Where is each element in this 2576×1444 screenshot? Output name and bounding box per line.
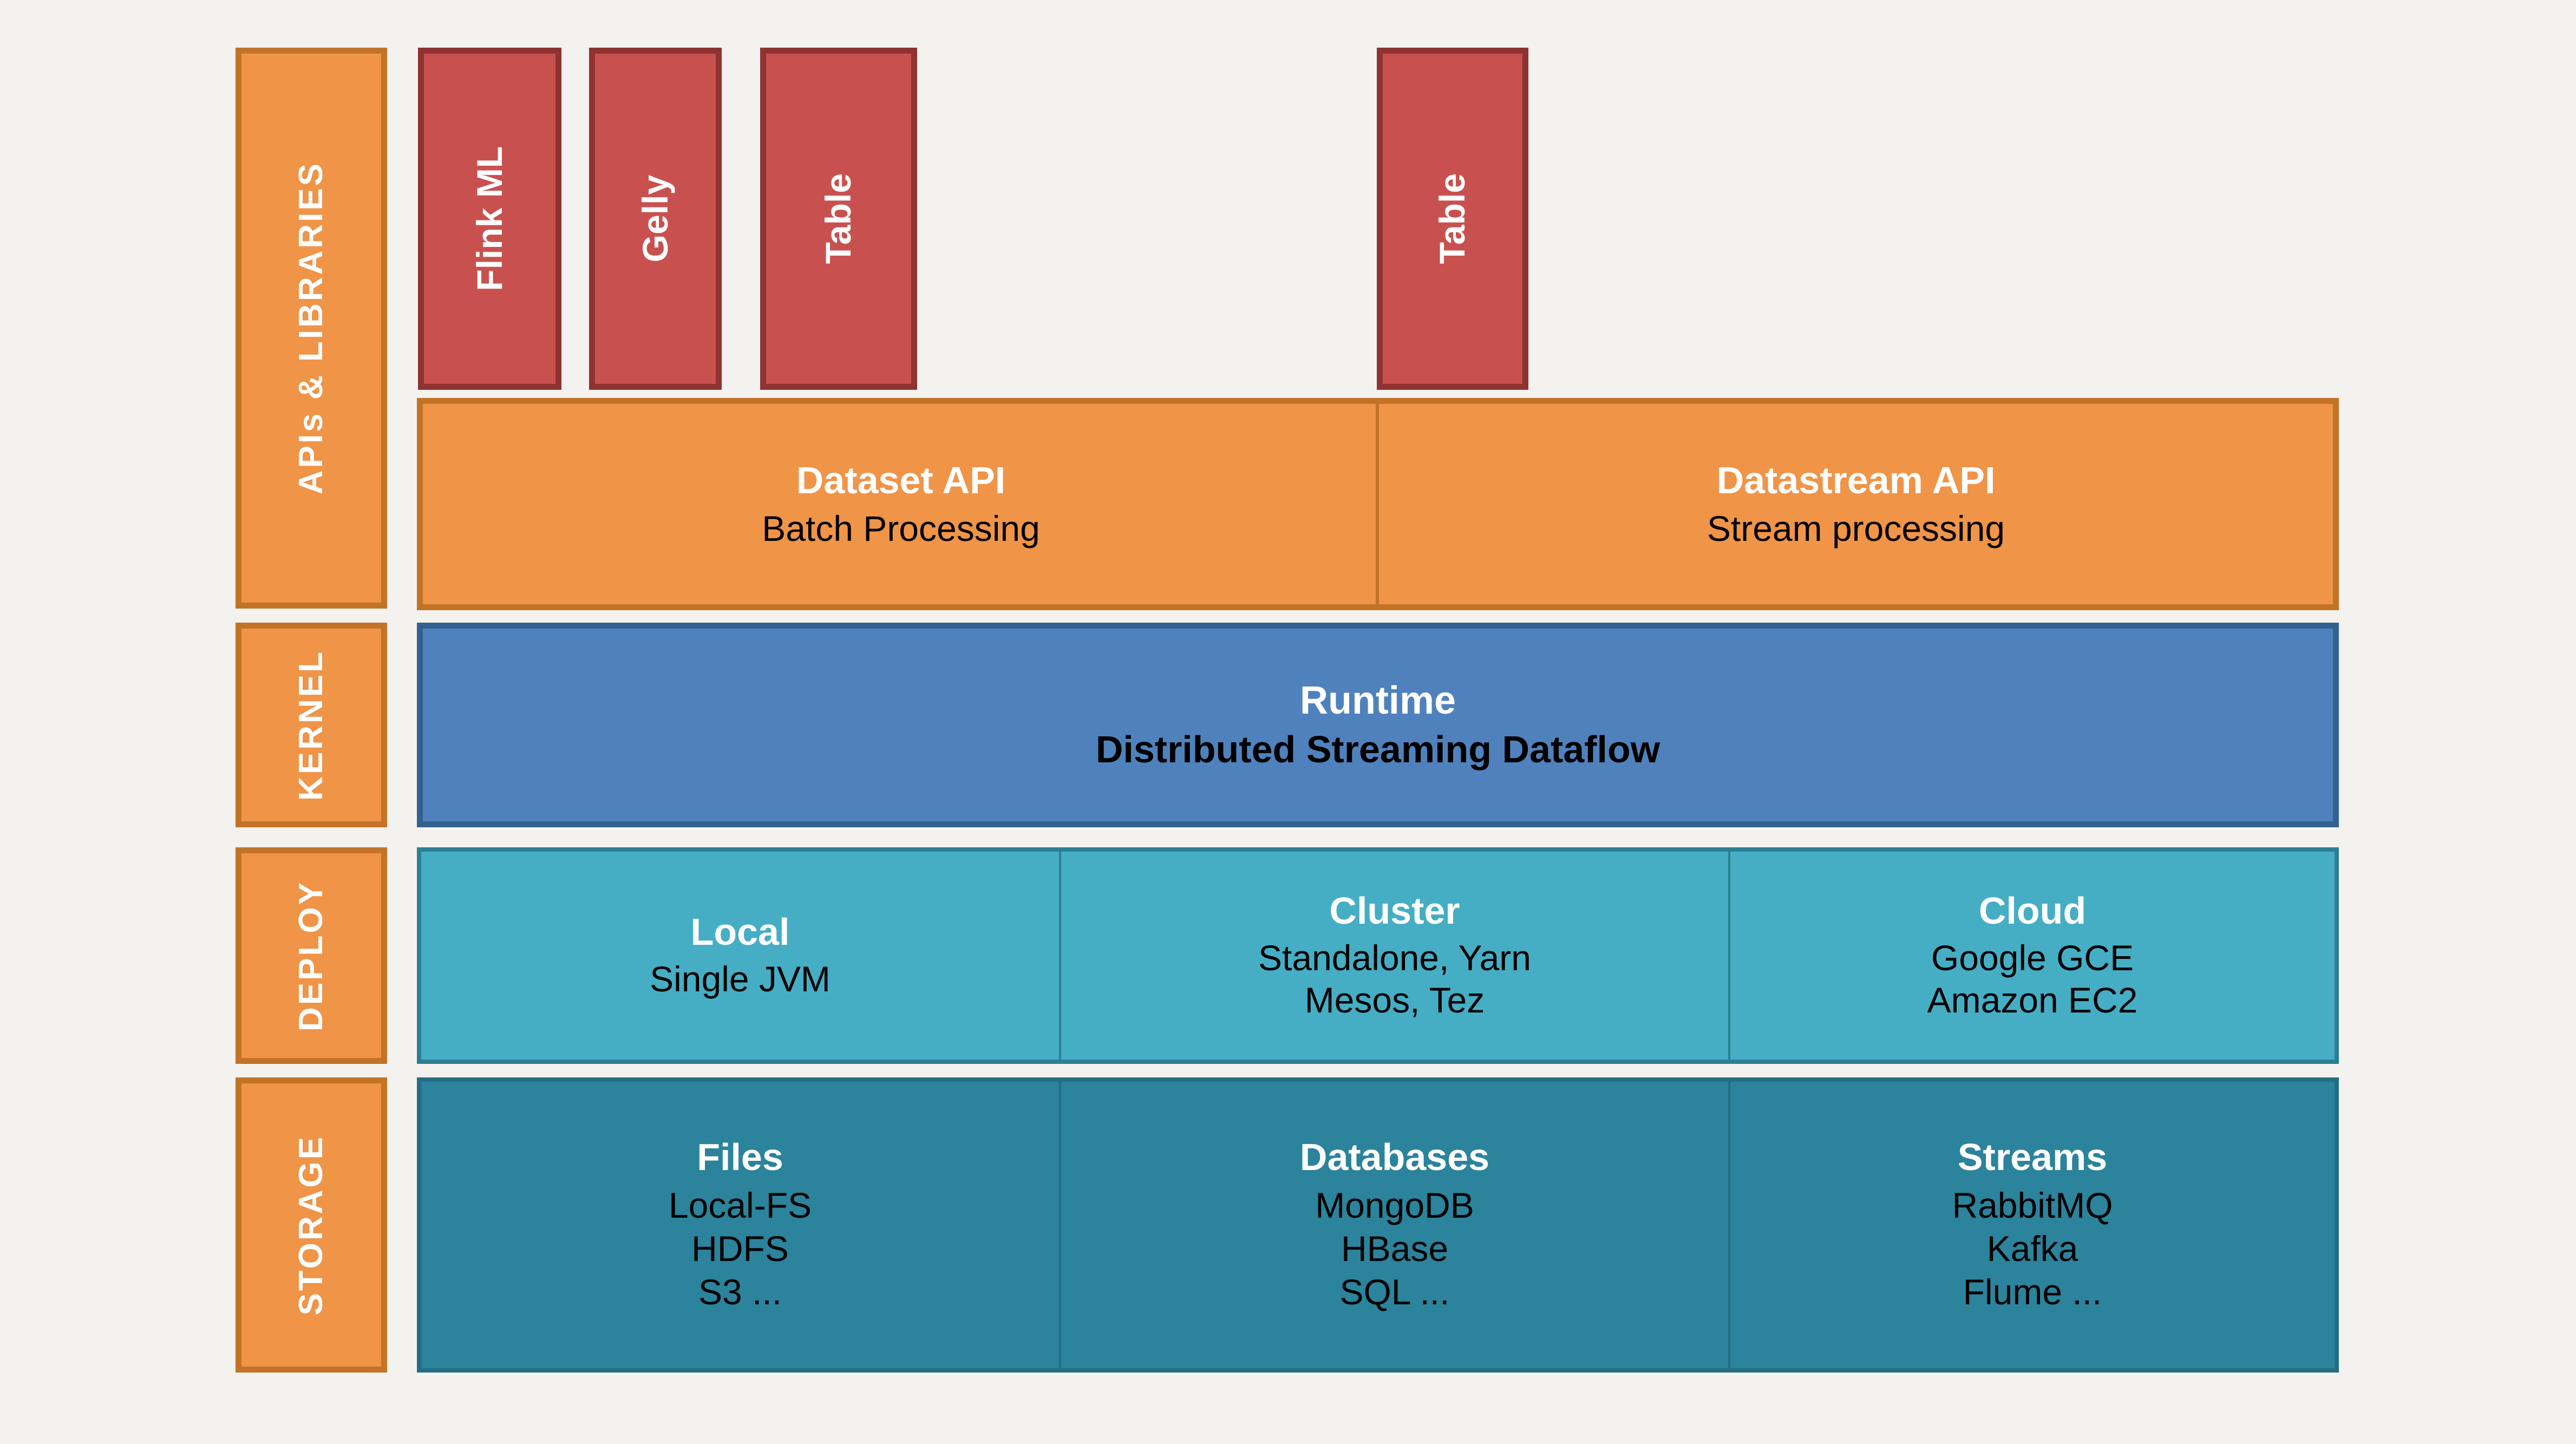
storage-box-databases[interactable]: Databases MongoDB HBase SQL ... bbox=[1059, 1077, 1730, 1373]
library-box-label: Flink ML bbox=[469, 146, 509, 291]
library-box-flink-ml[interactable]: Flink ML bbox=[418, 48, 561, 390]
deploy-line: Google GCE bbox=[1931, 938, 2134, 978]
kernel-runtime-box[interactable]: Runtime Distributed Streaming Dataflow bbox=[417, 623, 2339, 827]
deploy-title: Cloud bbox=[1978, 889, 2087, 932]
storage-line: S3 ... bbox=[698, 1271, 782, 1312]
storage-line: HDFS bbox=[691, 1228, 789, 1269]
storage-line: Local-FS bbox=[668, 1185, 812, 1225]
library-box-table-batch[interactable]: Table bbox=[760, 48, 917, 390]
storage-title: Databases bbox=[1299, 1136, 1490, 1179]
storage-line: Flume ... bbox=[1963, 1271, 2102, 1312]
api-title: Datastream API bbox=[1716, 459, 1996, 501]
category-label-apis-libraries: APIs & LIBRARIES bbox=[236, 48, 387, 609]
storage-box-streams[interactable]: Streams RabbitMQ Kafka Flume ... bbox=[1728, 1077, 2339, 1373]
deploy-line: Single JVM bbox=[650, 959, 831, 999]
category-label-text: DEPLOY bbox=[292, 880, 330, 1031]
kernel-title: Runtime bbox=[1300, 679, 1456, 723]
api-box-datastream[interactable]: Datastream API Stream processing bbox=[1379, 398, 2339, 610]
deploy-box-cloud[interactable]: Cloud Google GCE Amazon EC2 bbox=[1728, 847, 2339, 1064]
deploy-line: Amazon EC2 bbox=[1927, 980, 2138, 1021]
category-label-deploy: DEPLOY bbox=[236, 847, 387, 1064]
deploy-box-local[interactable]: Local Single JVM bbox=[417, 847, 1061, 1064]
category-label-storage: STORAGE bbox=[236, 1077, 387, 1373]
storage-line: RabbitMQ bbox=[1952, 1185, 2113, 1225]
library-box-label: Table bbox=[1432, 173, 1473, 264]
deploy-box-cluster[interactable]: Cluster Standalone, Yarn Mesos, Tez bbox=[1059, 847, 1730, 1064]
library-box-label: Gelly bbox=[635, 175, 675, 263]
library-box-gelly[interactable]: Gelly bbox=[589, 48, 722, 390]
deploy-line: Mesos, Tez bbox=[1304, 980, 1485, 1021]
category-label-text: KERNEL bbox=[292, 649, 330, 801]
deploy-title: Cluster bbox=[1329, 889, 1460, 932]
api-box-dataset[interactable]: Dataset API Batch Processing bbox=[417, 398, 1379, 610]
category-label-kernel: KERNEL bbox=[236, 623, 387, 827]
api-subtitle: Stream processing bbox=[1707, 508, 2005, 549]
library-box-table-stream[interactable]: Table bbox=[1377, 48, 1528, 390]
deploy-title: Local bbox=[690, 910, 790, 953]
storage-line: SQL ... bbox=[1339, 1271, 1450, 1312]
api-title: Dataset API bbox=[796, 459, 1006, 501]
api-subtitle: Batch Processing bbox=[762, 508, 1040, 549]
category-label-text: APIs & LIBRARIES bbox=[292, 161, 330, 495]
storage-title: Streams bbox=[1957, 1136, 2108, 1179]
storage-title: Files bbox=[697, 1136, 783, 1179]
storage-box-files[interactable]: Files Local-FS HDFS S3 ... bbox=[417, 1077, 1061, 1373]
library-box-label: Table bbox=[818, 173, 859, 264]
deploy-line: Standalone, Yarn bbox=[1258, 938, 1531, 978]
storage-line: HBase bbox=[1341, 1228, 1449, 1269]
kernel-subtitle: Distributed Streaming Dataflow bbox=[1095, 728, 1660, 771]
category-label-text: STORAGE bbox=[292, 1134, 330, 1316]
storage-line: Kafka bbox=[1986, 1228, 2078, 1269]
storage-line: MongoDB bbox=[1315, 1185, 1474, 1225]
